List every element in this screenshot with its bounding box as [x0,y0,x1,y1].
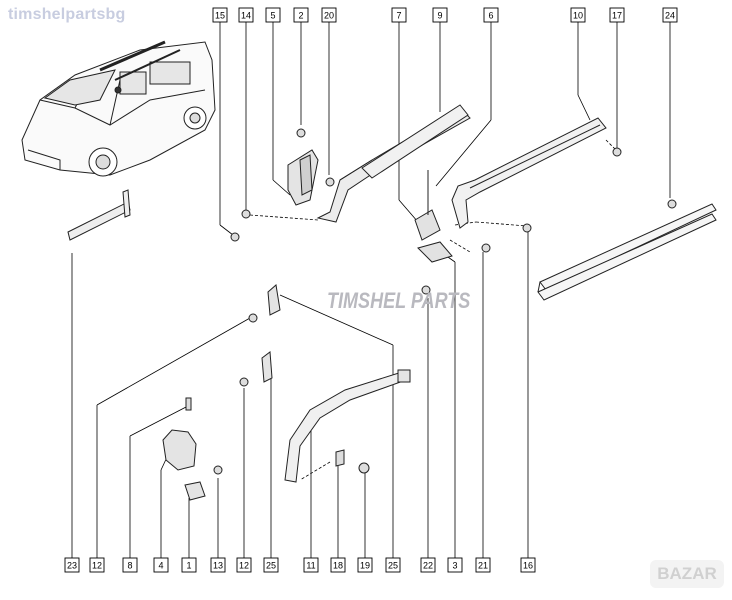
callout-label: 11 [306,561,315,571]
callout-label: 17 [612,11,622,21]
callout-label: 5 [270,11,275,21]
callout-label: 10 [573,11,583,21]
part-24-rail [537,203,717,301]
callout-label: 19 [360,561,370,571]
callout-bottom-14: 21 [475,557,491,573]
callout-top-2: 5 [265,7,281,23]
callout-label: 6 [488,11,493,21]
callout-label: 7 [396,11,401,21]
part-10-rail [451,117,607,229]
callout-bottom-12: 22 [420,557,436,573]
callout-top-9: 17 [609,7,625,23]
callout-bottom-3: 4 [153,557,169,573]
callout-top-4: 20 [321,7,337,23]
watermark-top: timshelpartsbg [8,6,126,23]
part-5-bracket [287,149,319,206]
callout-bottom-15: 16 [520,557,536,573]
callout-label: 12 [239,561,249,571]
callout-bottom-5: 13 [210,557,226,573]
callout-label: 23 [67,561,77,571]
callout-bottom-0: 23 [64,557,80,573]
callout-label: 12 [92,561,102,571]
callout-label: 3 [452,561,457,571]
callout-top-1: 14 [238,7,254,23]
bazar-logo: BAZAR [650,560,724,588]
callout-label: 24 [665,11,675,21]
callout-layer: 15 14 5 2 20 7 9 6 10 17 24 23 12 8 4 1 13 12 25 11 18 19 25 22… [64,7,678,573]
callout-label: 16 [523,561,533,571]
callout-bottom-2: 8 [122,557,138,573]
callout-bottom-11: 25 [385,557,401,573]
lower-parts [162,284,411,501]
callout-label: 9 [437,11,442,21]
callout-label: 21 [478,561,488,571]
callout-top-5: 7 [391,7,407,23]
callout-label: 20 [324,11,334,21]
callout-label: 1 [186,561,191,571]
callout-label: 4 [158,561,163,571]
watermark-center: TIMSHEL PARTS [327,288,471,313]
callout-bottom-4: 1 [181,557,197,573]
callout-label: 22 [423,561,433,571]
callout-label: 15 [215,11,225,21]
part-7-hinge [414,170,453,263]
part-23-strip [67,189,131,241]
callout-bottom-13: 3 [447,557,463,573]
callout-bottom-7: 25 [263,557,279,573]
callout-label: 18 [333,561,343,571]
callout-top-7: 6 [483,7,499,23]
callout-bottom-10: 19 [357,557,373,573]
callout-bottom-9: 18 [330,557,346,573]
callout-bottom-8: 11 [303,557,319,573]
part-9-rail [361,104,469,179]
callout-label: 2 [298,11,303,21]
top-fasteners [230,128,677,295]
callout-label: 8 [127,561,132,571]
callout-top-10: 24 [662,7,678,23]
callout-bottom-6: 12 [236,557,252,573]
callout-bottom-1: 12 [89,557,105,573]
callout-label: 13 [213,561,223,571]
callout-top-6: 9 [432,7,448,23]
callout-label: 25 [266,561,276,571]
callout-top-3: 2 [293,7,309,23]
callout-top-8: 10 [570,7,586,23]
callout-top-0: 15 [212,7,228,23]
vehicle-illustration [21,40,216,177]
callout-label: 25 [388,561,398,571]
callout-label: 14 [241,11,251,21]
